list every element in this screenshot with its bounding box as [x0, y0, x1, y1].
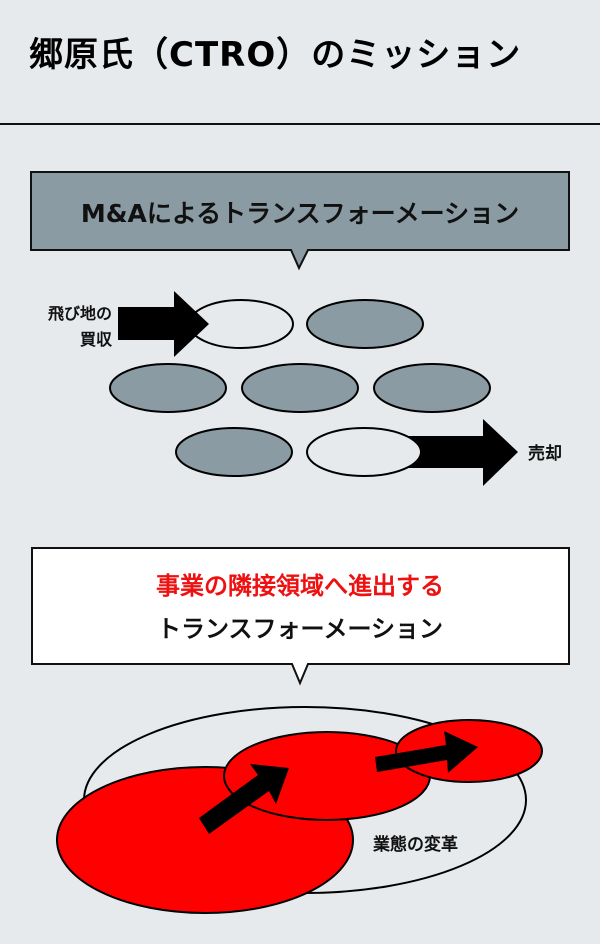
sell-label: 売却: [528, 443, 562, 464]
title-divider: [0, 123, 600, 125]
ma-callout: M&Aによるトランスフォーメーション: [30, 171, 570, 271]
acquire-label-line2: 買収: [80, 330, 113, 349]
adjacent-callout-highlight: 事業の隣接領域へ進出する: [156, 572, 444, 600]
sold-business-ellipse: [306, 427, 422, 477]
adjacent-callout-subtitle: トランスフォーメーション: [157, 615, 443, 643]
expand-arrow-icon: [199, 764, 289, 834]
business-ellipse: [109, 363, 227, 413]
business-ellipse: [241, 363, 359, 413]
adjacent-callout-box: [31, 547, 570, 686]
page-title: 郷原氏（CTRO）のミッション: [29, 35, 522, 75]
business-model-label: 業態の変革: [373, 834, 458, 855]
sell-arrow-icon: [380, 419, 518, 486]
expand-arrow-icon: [375, 731, 478, 773]
business-ellipse: [175, 427, 293, 477]
ma-callout-box: [30, 171, 570, 271]
ma-callout-text: M&Aによるトランスフォーメーション: [81, 199, 519, 228]
acquire-label-line1: 飛び地の: [47, 304, 112, 323]
adjacent-callout: 事業の隣接領域へ進出する トランスフォーメーション: [31, 547, 570, 686]
acquire-arrow-icon: [118, 291, 209, 357]
business-ellipse: [373, 363, 491, 413]
business-ellipse: [306, 299, 424, 349]
